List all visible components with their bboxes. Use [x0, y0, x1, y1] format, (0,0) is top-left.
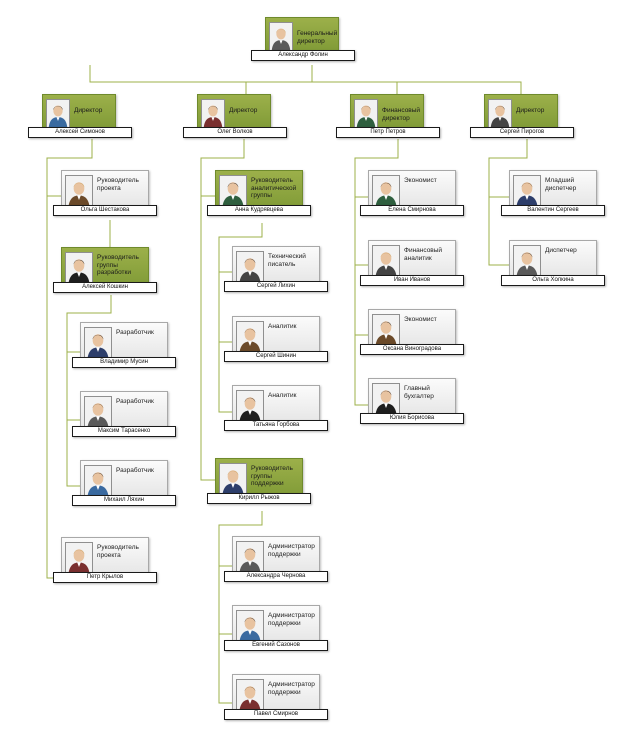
job-title: Директор: [74, 107, 103, 114]
job-title: Руководитель группы разработки: [97, 254, 139, 276]
person-name: Татьяна Горбова: [224, 420, 328, 431]
person-photo: [219, 175, 247, 209]
person-name: Валентин Сергеев: [501, 205, 605, 216]
connector-line: [488, 139, 528, 266]
connector-line: [354, 139, 399, 406]
person-photo: [46, 98, 70, 129]
job-title: Руководитель группы поддержки: [251, 465, 293, 487]
job-title: Финансовый директор: [382, 107, 421, 122]
person-name: Александр Фолин: [251, 50, 355, 61]
node-card: Младший диспетчер: [509, 170, 597, 212]
person-photo: [513, 175, 541, 209]
person-name: Елена Смирнова: [360, 205, 464, 216]
job-title: Финансовый аналитик: [404, 247, 443, 262]
connector-line: [66, 295, 112, 487]
person-photo: [236, 541, 264, 575]
person-name: Евгений Сазонов: [224, 640, 328, 651]
person-photo: [372, 245, 400, 279]
person-name: Олег Волков: [183, 127, 287, 138]
person-name: Павел Смирнов: [224, 709, 328, 720]
job-title: Разработчик: [116, 398, 154, 405]
job-title: Администратор поддержки: [268, 612, 315, 627]
job-title: Руководитель аналитической группы: [251, 177, 297, 199]
job-title: Генеральный директор: [297, 30, 338, 45]
job-title: Руководитель проекта: [97, 544, 139, 559]
person-name: Сергей Лихин: [224, 281, 328, 292]
connector-line: [218, 511, 263, 704]
connector-line: [218, 223, 263, 413]
person-name: Максим Тарасенко: [72, 426, 176, 437]
job-title: Директор: [516, 107, 545, 114]
person-name: Владимир Мусин: [72, 357, 176, 368]
person-photo: [354, 98, 378, 129]
person-photo: [236, 679, 264, 713]
job-title: Разработчик: [116, 329, 154, 336]
person-name: Александра Чернова: [224, 571, 328, 582]
job-title: Разработчик: [116, 467, 154, 474]
node-card: Финансовый директор: [350, 94, 424, 131]
job-title: Администратор поддержки: [268, 543, 315, 558]
person-photo: [84, 465, 112, 499]
person-name: Петр Петров: [336, 127, 440, 138]
person-name: Алексей Кошкин: [53, 282, 157, 293]
person-name: Ольга Холкина: [501, 275, 605, 286]
person-name: Ольга Шестакова: [53, 205, 157, 216]
person-name: Юлия Борисова: [360, 413, 464, 424]
node-card: Директор: [197, 94, 271, 131]
node-card: Директор: [484, 94, 558, 131]
connector-line: [200, 139, 245, 481]
job-title: Экономист: [404, 316, 437, 323]
person-photo: [372, 314, 400, 348]
person-name: Кирилл Рыжов: [207, 493, 311, 504]
node-card: Директор: [42, 94, 116, 131]
job-title: Администратор поддержки: [268, 681, 315, 696]
job-title: Главный бухгалтер: [404, 385, 434, 400]
person-name: Сергей Шинин: [224, 351, 328, 362]
person-name: Петр Крылов: [53, 572, 157, 583]
person-name: Сергей Пирогов: [470, 127, 574, 138]
person-photo: [65, 542, 93, 576]
person-photo: [236, 610, 264, 644]
person-photo: [65, 175, 93, 209]
person-photo: [372, 383, 400, 417]
person-photo: [236, 390, 264, 424]
job-title: Руководитель проекта: [97, 177, 139, 192]
person-name: Иван Иванов: [360, 275, 464, 286]
node-card: Генеральный директор: [265, 17, 339, 54]
person-photo: [65, 252, 93, 286]
person-photo: [488, 98, 512, 129]
job-title: Экономист: [404, 177, 437, 184]
person-photo: [513, 245, 541, 279]
person-name: Михаил Ляхин: [72, 495, 176, 506]
person-photo: [84, 396, 112, 430]
person-photo: [269, 21, 293, 52]
job-title: Аналитик: [268, 323, 297, 330]
job-title: Диспетчер: [545, 247, 577, 254]
connector-line: [46, 139, 93, 579]
job-title: Аналитик: [268, 392, 297, 399]
connector-line: [89, 65, 522, 94]
job-title: Технический писатель: [268, 253, 306, 268]
person-photo: [219, 463, 247, 497]
person-photo: [372, 175, 400, 209]
person-name: Анна Кудрявцева: [207, 205, 311, 216]
person-photo: [84, 327, 112, 361]
person-name: Оксана Виноградова: [360, 344, 464, 355]
person-name: Алексей Симонов: [28, 127, 132, 138]
person-photo: [236, 321, 264, 355]
person-photo: [201, 98, 225, 129]
job-title: Директор: [229, 107, 258, 114]
node-card: Разработчик: [80, 322, 168, 364]
job-title: Младший диспетчер: [545, 177, 577, 192]
person-photo: [236, 251, 264, 285]
